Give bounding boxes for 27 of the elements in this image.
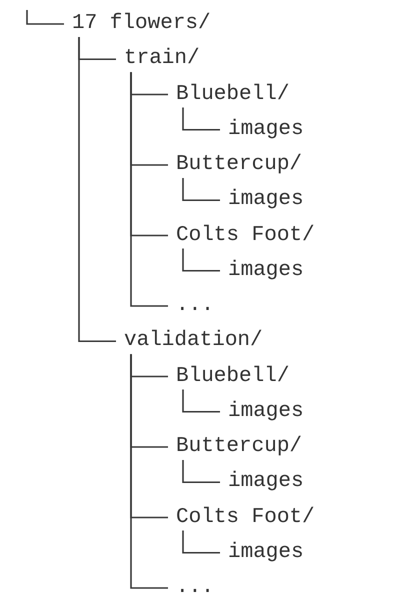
tree-entry-label: ... bbox=[176, 575, 214, 601]
tree-entry-label: Bluebell/ bbox=[176, 82, 290, 108]
tree-connector bbox=[130, 72, 168, 307]
tree-entry-label: Bluebell/ bbox=[176, 364, 290, 390]
tree-connector bbox=[182, 108, 220, 131]
tree-entry-label: Colts Foot/ bbox=[176, 222, 315, 248]
tree-connector bbox=[182, 460, 220, 484]
tree-entry-label: Buttercup/ bbox=[176, 152, 302, 178]
tree-entry-label: images bbox=[228, 187, 304, 214]
tree-connector bbox=[182, 248, 220, 272]
tree-entry-label: train/ bbox=[124, 46, 200, 72]
tree-entry-label: 17 flowers/ bbox=[72, 11, 211, 37]
tree-connector bbox=[182, 178, 220, 202]
tree-entry-label: validation/ bbox=[124, 328, 263, 354]
tree-entry-label: Buttercup/ bbox=[176, 434, 302, 460]
tree-entry-label: images bbox=[228, 469, 304, 496]
tree-entry-label: images bbox=[228, 116, 304, 143]
tree-entry-label: ... bbox=[176, 293, 214, 319]
tree-entry-label: images bbox=[228, 258, 304, 284]
tree-entry-label: images bbox=[228, 398, 304, 425]
tree-connector bbox=[78, 37, 116, 342]
tree-connector bbox=[182, 390, 220, 413]
tree-entry-label: images bbox=[228, 540, 304, 566]
tree-connector bbox=[182, 530, 220, 554]
tree-connector bbox=[130, 354, 168, 589]
tree-connector bbox=[26, 10, 64, 25]
tree-entry-label: Colts Foot/ bbox=[176, 504, 315, 530]
